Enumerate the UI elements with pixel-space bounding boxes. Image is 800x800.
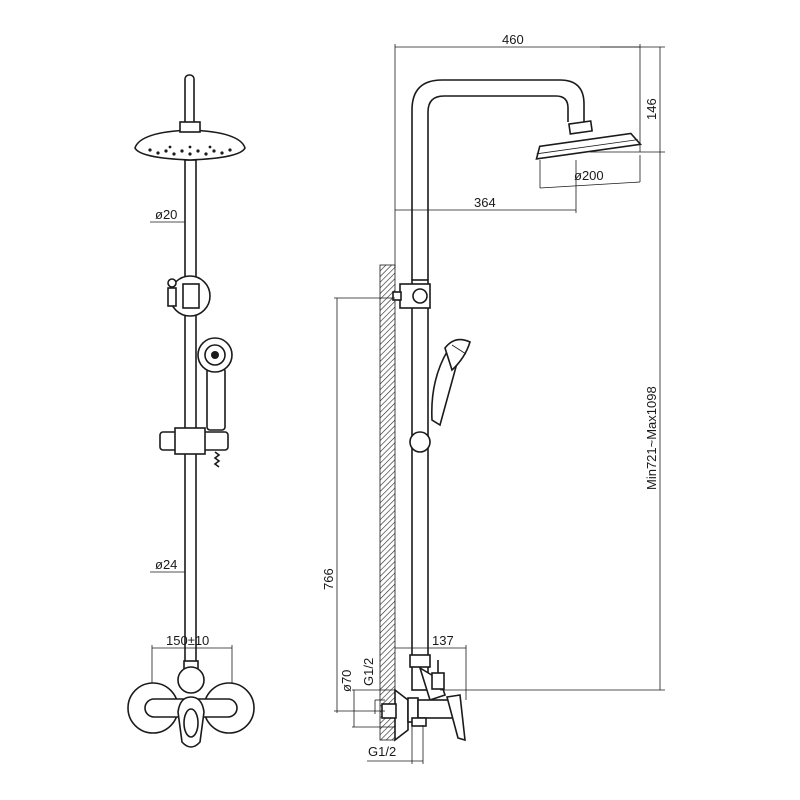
bracket-height-label: 766 bbox=[321, 568, 336, 590]
wall-bracket bbox=[167, 275, 211, 317]
inlet-spacing-label: 150±10 bbox=[166, 633, 209, 648]
head-drop-label: 146 bbox=[644, 98, 659, 120]
flange-diameter-label: ø70 bbox=[339, 670, 354, 692]
hand-shower-side bbox=[431, 338, 471, 427]
mixer-valve-front bbox=[127, 660, 255, 748]
pipe-upper-diameter-label: ø20 bbox=[155, 207, 177, 222]
pipe-lower-diameter-label: ø24 bbox=[155, 557, 177, 572]
valve-projection-label: 137 bbox=[432, 633, 454, 648]
head-diameter-label: ø200 bbox=[574, 168, 604, 183]
mixer-valve-side bbox=[381, 654, 466, 742]
hand-shower bbox=[197, 337, 233, 431]
arm-offset-label: 364 bbox=[474, 195, 496, 210]
wall-hatch bbox=[379, 264, 396, 741]
thread-lower-label: G1/2 bbox=[368, 744, 396, 759]
overhead-shower-head-side bbox=[535, 120, 643, 160]
overhead-shower-head bbox=[134, 121, 246, 161]
thread-upper-label: G1/2 bbox=[361, 658, 376, 686]
arm-width-label: 460 bbox=[502, 32, 524, 47]
slide-holder bbox=[159, 427, 229, 468]
total-height-label: Min721~Max1098 bbox=[644, 386, 659, 490]
slide-holder-side bbox=[409, 431, 431, 453]
front-view: ø20 ø24 150±10 bbox=[127, 74, 255, 748]
side-view: 460 146 ø200 364 Min721~Max1098 766 137 … bbox=[321, 32, 665, 764]
riser-pipe-side bbox=[411, 279, 429, 691]
wall-bracket-side bbox=[392, 283, 431, 309]
riser-pipe bbox=[184, 159, 197, 671]
shower-arm bbox=[411, 79, 585, 280]
